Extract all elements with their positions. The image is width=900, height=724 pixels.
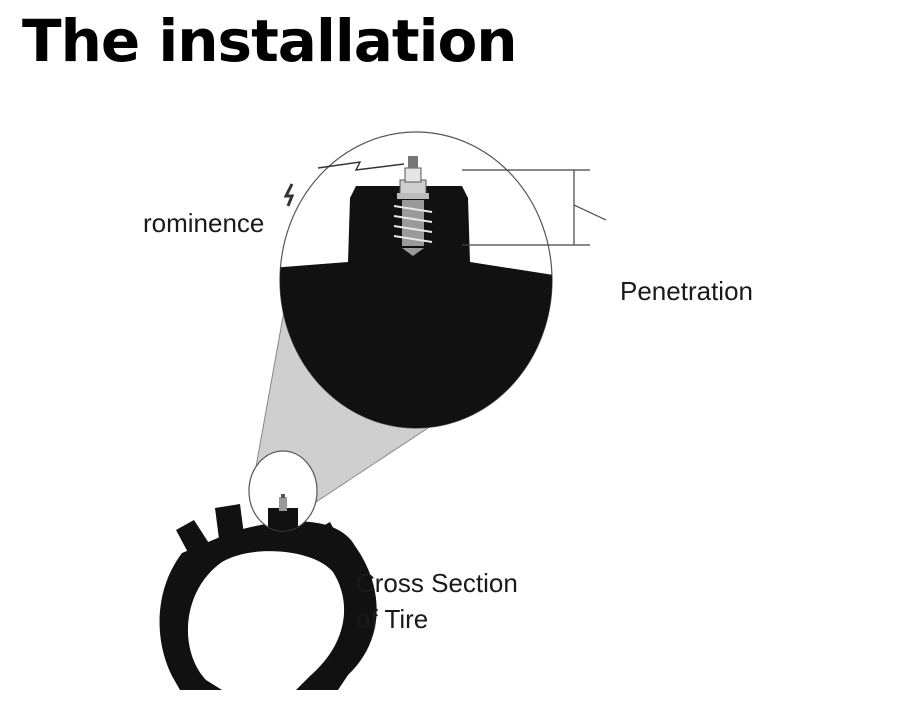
tire-lug-mid bbox=[215, 504, 244, 539]
prominence-label: rominence bbox=[143, 208, 265, 238]
tire-cross-section bbox=[159, 502, 377, 690]
tire-lug-left bbox=[176, 520, 212, 560]
tire-body bbox=[159, 521, 377, 690]
prominence-marker bbox=[283, 161, 405, 207]
cross-section-label-line2: of Tire bbox=[356, 604, 429, 635]
tire-lug-right bbox=[312, 522, 346, 560]
tread-block bbox=[280, 186, 552, 428]
big-magnifier bbox=[279, 131, 553, 429]
penetration-label: Penetration bbox=[620, 276, 753, 306]
penetration-dimension bbox=[462, 169, 607, 246]
small-magnifier bbox=[248, 450, 318, 532]
cross-section-label: Cross Section of Tire bbox=[356, 565, 518, 638]
stud-pin bbox=[393, 156, 433, 256]
page-title: The installation bbox=[22, 7, 518, 75]
cross-section-label-line1: Cross Section bbox=[356, 568, 518, 598]
